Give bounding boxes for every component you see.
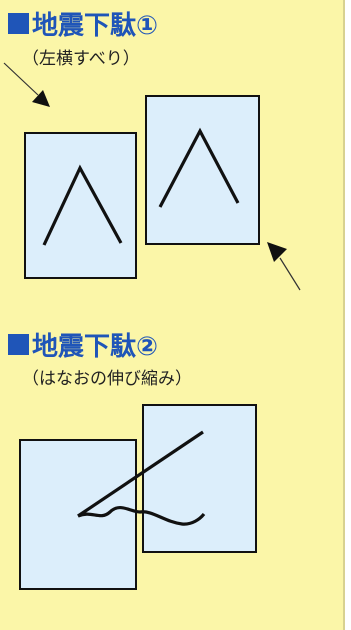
section2-subtitle: （はなおの伸び縮み） — [22, 369, 192, 389]
section1-heading: 地震下駄① — [8, 6, 159, 41]
section1-subtitle: （左横すべり） — [22, 49, 140, 69]
panel-edge — [343, 0, 345, 630]
back-sandal — [142, 404, 257, 553]
left-sandal — [24, 132, 137, 279]
section1-title: 地震下駄① — [32, 10, 159, 41]
slide-diagram — [3, 62, 301, 291]
square-bullet-icon — [8, 12, 29, 34]
right-sandal — [145, 95, 260, 245]
section2-title: 地震下駄② — [32, 331, 159, 362]
square-bullet-icon — [8, 333, 29, 355]
push-arrow-left-icon — [3, 62, 50, 107]
section2-heading: 地震下駄② — [8, 327, 159, 362]
sandal-strap — [77, 430, 206, 526]
push-arrow-right-icon — [267, 242, 301, 291]
strap-stretch-diagram — [19, 404, 257, 590]
